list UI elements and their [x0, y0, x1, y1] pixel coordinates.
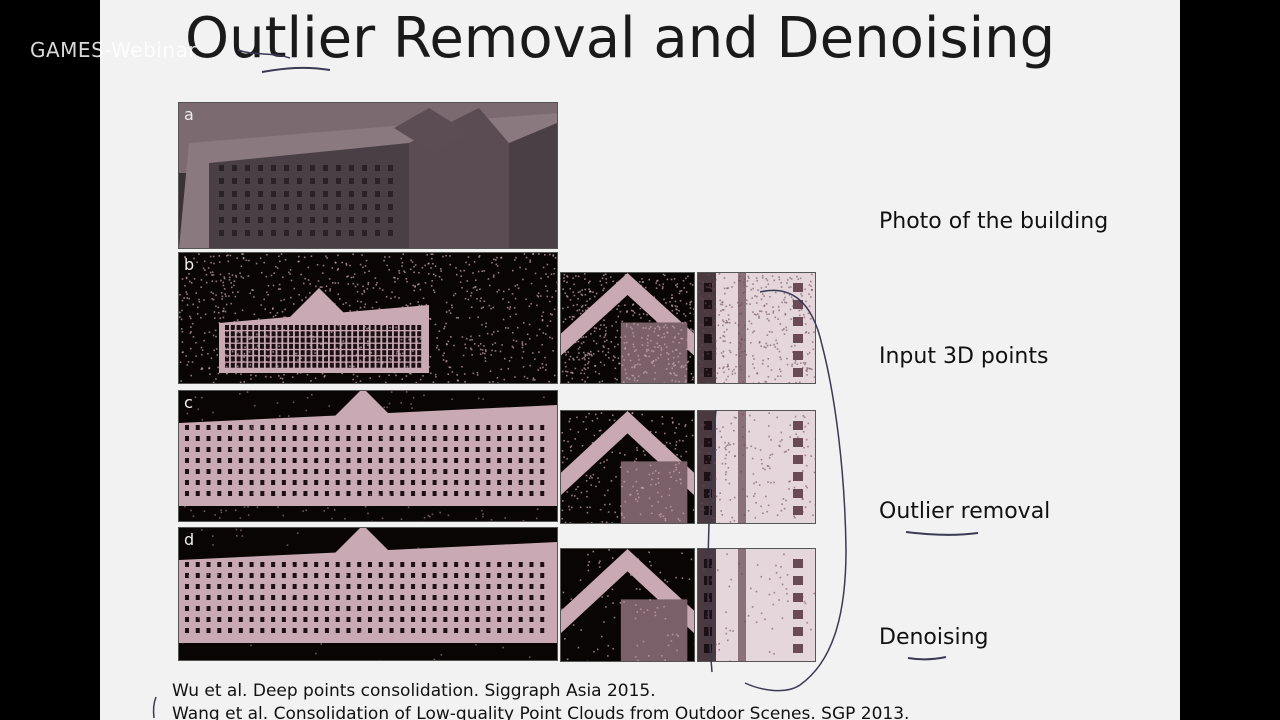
input-points-main: [179, 253, 557, 383]
panel-letter: c: [184, 393, 193, 412]
label-denoise: Denoising: [879, 625, 989, 650]
watermark: GAMES-Webinar: [30, 38, 197, 62]
building-photo: [179, 103, 557, 248]
denoised-main: [179, 528, 557, 660]
outlier-removed-main: [179, 391, 557, 521]
panel-letter: b: [184, 255, 195, 274]
facade-detail-d: [698, 549, 815, 661]
figure-panel-c: c: [178, 390, 558, 522]
figure-panel-a: a: [178, 102, 558, 249]
figure-panel-d-roof-detail: [560, 548, 695, 662]
roof-detail-b: [561, 273, 694, 383]
roof-detail-c: [561, 411, 694, 523]
roof-detail-d: [561, 549, 694, 661]
figure-panel-c-facade-detail: [697, 410, 816, 524]
figure-panel-b-roof-detail: [560, 272, 695, 384]
figure-panel-d: d: [178, 527, 558, 661]
figure-panel-b-facade-detail: [697, 272, 816, 384]
panel-letter: a: [184, 105, 194, 124]
label-photo: Photo of the building: [879, 209, 1109, 234]
citation-wu: Wu et al. Deep points consolidation. Sig…: [172, 681, 656, 701]
citation-wang: Wang et al. Consolidation of Low-quality…: [172, 704, 910, 720]
figure-panel-b: b: [178, 252, 558, 384]
slide-title: Outlier Removal and Denoising: [185, 6, 1056, 71]
panel-letter: d: [184, 530, 195, 549]
label-input: Input 3D points: [879, 344, 1049, 369]
figure-panel-d-facade-detail: [697, 548, 816, 662]
facade-detail-b: [698, 273, 815, 383]
facade-detail-c: [698, 411, 815, 523]
label-outlier: Outlier removal: [879, 499, 1051, 524]
figure-panel-c-roof-detail: [560, 410, 695, 524]
